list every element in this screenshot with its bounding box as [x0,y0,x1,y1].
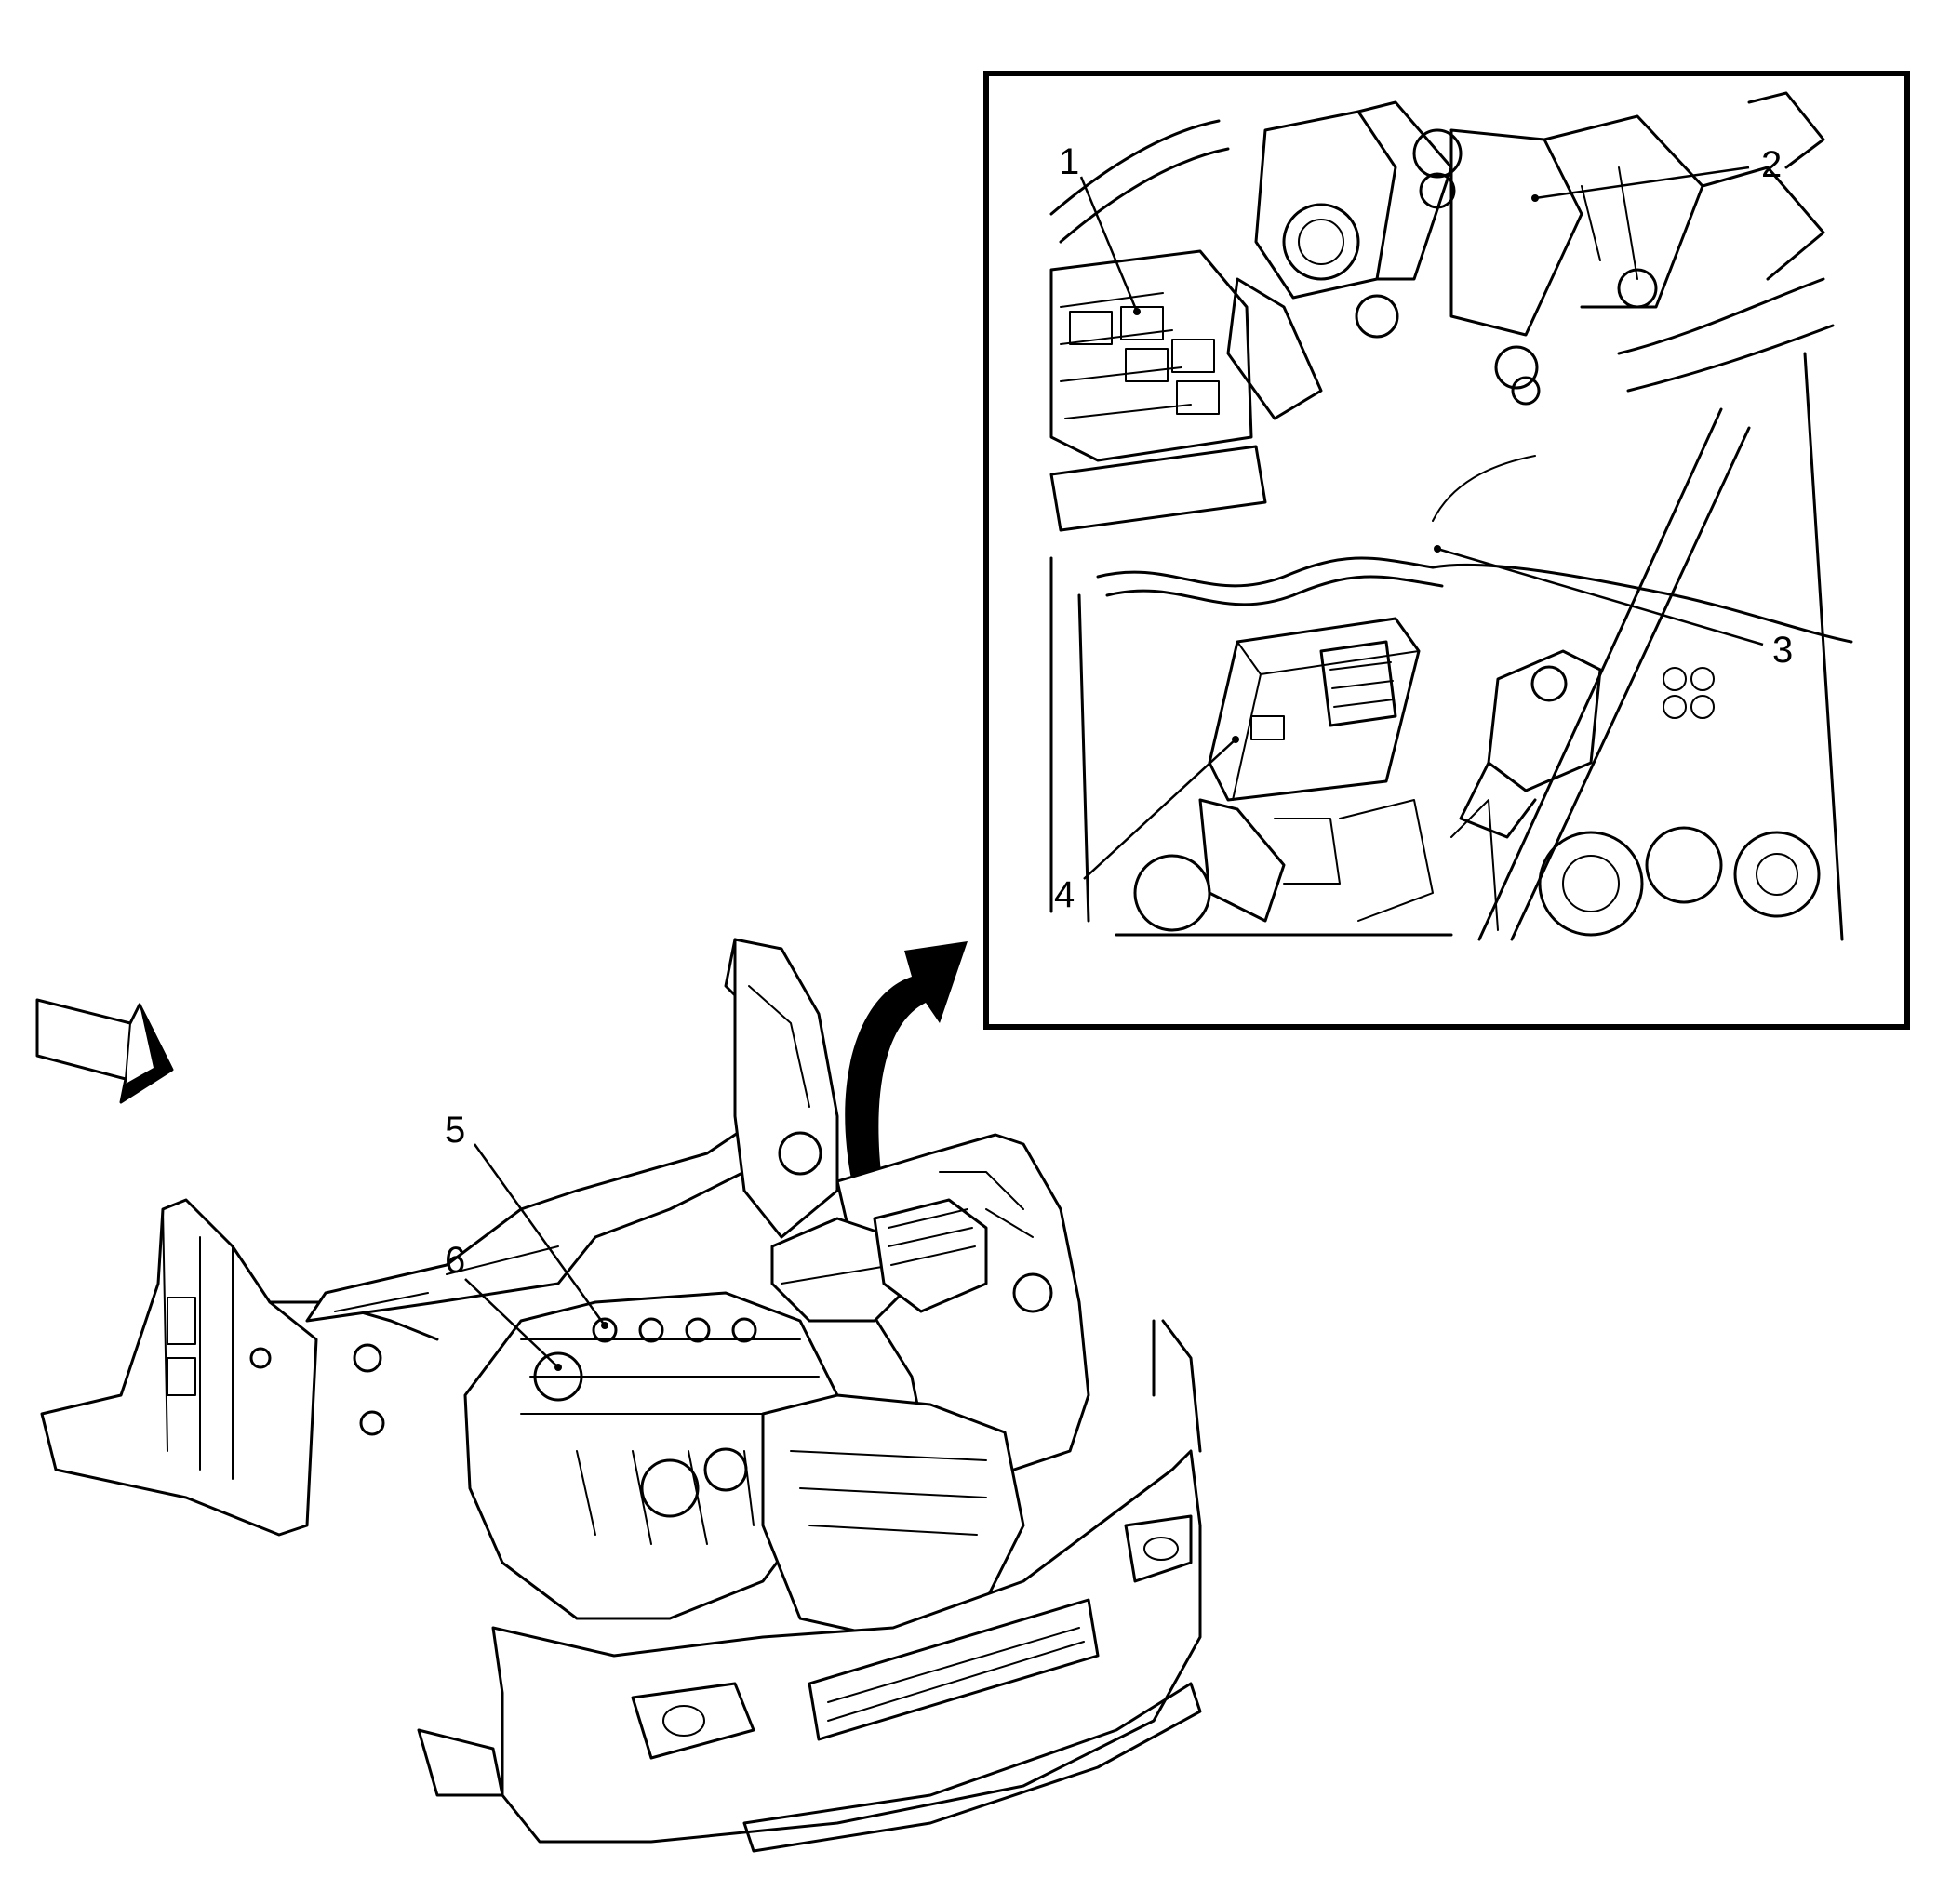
leader-dot-4 [1232,736,1239,743]
callout-1: 1 [1059,141,1079,182]
curved-detail-arrow-icon [845,941,968,1200]
detail-inset-artwork [1049,91,1853,941]
leader-line-5 [473,1143,607,1326]
detail-inset: 1 2 3 4 [983,71,1910,1030]
leader-dot-3 [1434,545,1441,553]
vehicle-front-view [40,938,1202,1853]
leader-dot-6 [554,1364,562,1371]
leader-dot-1 [1133,308,1141,315]
callout-6: 6 [445,1240,465,1281]
leader-line-6 [464,1278,559,1368]
callout-5: 5 [445,1110,465,1151]
leader-line-1 [1079,176,1139,313]
leader-line-4 [1083,739,1236,880]
leader-dot-5 [601,1322,608,1329]
callout-4: 4 [1054,874,1075,915]
leader-dot-2 [1531,194,1539,202]
view-direction-arrow-icon [35,998,174,1104]
leader-line-3 [1436,547,1764,646]
detail-inset-frame [983,71,1910,1030]
callout-2: 2 [1761,144,1782,185]
callout-3: 3 [1772,630,1793,671]
leader-line-2 [1534,166,1750,200]
